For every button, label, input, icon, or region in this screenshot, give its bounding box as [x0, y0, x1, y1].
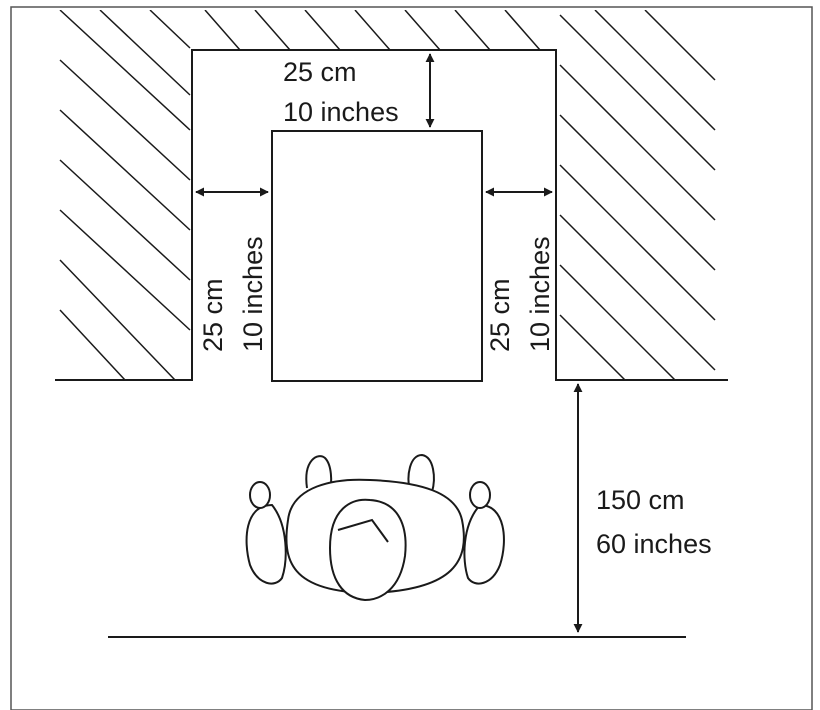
wall-hatching-top — [204, 10, 541, 50]
left-clearance-metric: 25 cm — [198, 278, 228, 352]
top-clearance-imperial: 10 inches — [283, 97, 399, 127]
wall-hatching-right — [559, 10, 716, 380]
left-clearance-imperial: 10 inches — [238, 236, 268, 352]
front-clearance-imperial: 60 inches — [596, 529, 712, 559]
person-top-view-icon — [245, 453, 505, 602]
right-clearance-metric: 25 cm — [485, 278, 515, 352]
wall-niche-outline — [55, 49, 728, 381]
front-clearance-metric: 150 cm — [596, 485, 685, 515]
appliance-box — [271, 130, 483, 382]
wall-hatching-left — [59, 10, 191, 380]
top-clearance-metric: 25 cm — [283, 57, 357, 87]
page-frame — [10, 6, 813, 710]
right-clearance-imperial: 10 inches — [525, 236, 555, 352]
